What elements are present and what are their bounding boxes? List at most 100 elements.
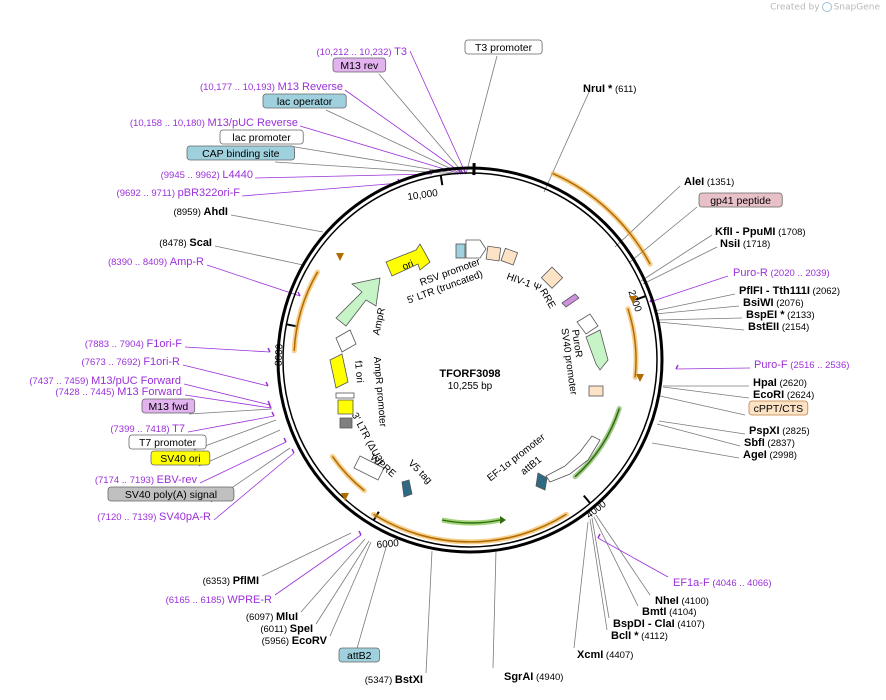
t3p-label: T3 promoter xyxy=(475,42,533,54)
l4440-leader-line xyxy=(255,174,432,178)
kfli-leader-line xyxy=(641,235,712,281)
sgrai-enzyme-label: SgrAI (4940) xyxy=(504,671,563,683)
enzyme-position: (1708) xyxy=(776,227,806,238)
enzyme-position: (611) xyxy=(612,84,636,95)
enzyme-name: ScaI xyxy=(189,237,212,249)
enzyme-name: XcmI xyxy=(577,649,603,661)
pflmi-leader-line xyxy=(262,533,351,576)
primer-range: (7437 .. 7459) xyxy=(29,376,91,387)
bcli-enzyme-label: BclI * (4112) xyxy=(611,630,668,642)
plasmid-length: 10,255 bp xyxy=(448,381,493,392)
sv40ori-label: SV40 ori xyxy=(160,453,200,465)
purof-primer-mark xyxy=(676,365,678,369)
primer-range: (6165 .. 6185) xyxy=(166,595,228,606)
primer-name: EBV-rev xyxy=(157,474,198,486)
primer-range: (7428 .. 7445) xyxy=(55,387,117,398)
pflmi-enzyme-label: (6353) PflMI xyxy=(203,575,259,587)
m13rev-label: M13 rev xyxy=(340,60,379,72)
enzyme-position: (4112) xyxy=(639,631,668,642)
scai-enzyme-label: (8478) ScaI xyxy=(159,237,212,249)
f1orif-primer-mark xyxy=(268,348,270,352)
hiv-psi-box xyxy=(501,248,518,265)
ecori-leader-line xyxy=(663,387,749,398)
l4440-primer-label: (9945 .. 9962) L4440 xyxy=(161,169,253,181)
bsiwi-leader-line xyxy=(655,306,739,314)
t7-primer-label: (7399 .. 7418) T7 xyxy=(110,423,185,435)
f1orif-primer-label: (7883 .. 7904) F1ori-F xyxy=(85,338,183,350)
attb2-label: attB2 xyxy=(347,650,372,662)
enzyme-name: NsiI xyxy=(720,238,740,250)
primer-range: (10,158 .. 10,180) xyxy=(130,118,208,129)
ebv-primer-label: (7174 .. 7193) EBV-rev xyxy=(95,474,198,486)
enzyme-name: AgeI xyxy=(743,449,767,461)
spei-leader-line xyxy=(316,541,369,624)
ltr5-box xyxy=(486,246,501,261)
enzyme-position: (4107) xyxy=(675,619,705,630)
m13fwd-label: M13 fwd xyxy=(149,401,189,413)
enzyme-position: (5347) xyxy=(365,675,395,686)
ecori-enzyme-label: EcoRI (2624) xyxy=(753,389,814,401)
enzyme-position: (2133) xyxy=(785,310,815,321)
nsii-enzyme-label: NsiI (1718) xyxy=(720,238,770,250)
puror-primer-label: Puro-R (2020 .. 2039) xyxy=(733,267,830,279)
purof-primer-label: Puro-F (2516 .. 2536) xyxy=(754,359,849,371)
bstxi-leader-line xyxy=(426,551,432,673)
enzyme-name: SbfI xyxy=(744,437,765,449)
m13pucf-leader-line xyxy=(184,384,270,405)
amp-promoter-label: AmpR promoter xyxy=(371,356,388,428)
enzyme-position: (2825) xyxy=(780,426,810,437)
t3-primer-label: (10,212 .. 10,232) T3 xyxy=(317,46,407,58)
t7p-label: T7 promoter xyxy=(139,437,197,449)
ef1af-leader-line xyxy=(598,538,668,577)
scai-leader-line xyxy=(215,246,303,265)
enzyme-position: (2837) xyxy=(765,438,795,449)
enzyme-name: BsiWI xyxy=(743,297,774,309)
lac-operator-shape xyxy=(456,244,465,258)
enzyme-position: (2062) xyxy=(810,286,840,297)
primer-range: (9945 .. 9962) xyxy=(161,170,223,181)
primer-name: F1ori-F xyxy=(147,338,183,350)
primer-range: (10,212 .. 10,232) xyxy=(317,47,395,58)
bspei-enzyme-label: BspEI * (2133) xyxy=(746,309,815,321)
sv40par-primer-mark xyxy=(292,449,294,453)
ef1a-green-arrowhead xyxy=(500,516,506,524)
attb1-shape xyxy=(536,473,547,490)
enzyme-position: (8959) xyxy=(173,207,203,218)
enzyme-name: MluI xyxy=(276,611,298,623)
puror-arrow xyxy=(586,330,608,370)
lacp-leader-line xyxy=(289,146,459,174)
primer-name: Puro-R xyxy=(733,267,768,279)
bstxi-enzyme-label: (5347) BstXI xyxy=(365,674,423,686)
f1-ori-label: f1 ori xyxy=(352,360,365,383)
enzyme-name: BclI * xyxy=(611,630,639,642)
enzyme-name: PspXI xyxy=(749,425,780,437)
bsteii-enzyme-label: BstEII (2154) xyxy=(748,321,809,333)
enzyme-position: (2076) xyxy=(774,298,804,309)
enzyme-name: BspDI - ClaI xyxy=(613,618,675,630)
ebv-primer-mark xyxy=(284,438,286,442)
primer-name: M13 Reverse xyxy=(278,81,343,93)
m13f-leader-line xyxy=(185,395,271,408)
bp-tick xyxy=(441,175,443,185)
bsiwi-enzyme-label: BsiWI (2076) xyxy=(743,297,804,309)
nrui-enzyme-label: NruI * (611) xyxy=(583,83,636,95)
ampr-promoter-arrow xyxy=(336,330,356,352)
t3-leader-line xyxy=(410,51,466,174)
enzyme-name: SgrAI xyxy=(504,671,533,683)
ef1af-primer-mark xyxy=(598,534,600,538)
t7-promoter-shape xyxy=(336,393,354,398)
ef1af-primer-label: EF1a-F (4046 .. 4066) xyxy=(673,577,771,589)
mlui-enzyme-label: (6097) MluI xyxy=(246,611,298,623)
f1orir-leader-line xyxy=(183,365,268,386)
primer-range: (2516 .. 2536) xyxy=(788,360,850,371)
enzyme-name: PflMI xyxy=(233,575,259,587)
purof-leader-line xyxy=(676,368,750,369)
plasmid-name: TFORF3098 xyxy=(439,368,500,380)
enzyme-name: HpaI xyxy=(753,377,777,389)
cppt-box xyxy=(589,386,603,396)
enzyme-position: (2998) xyxy=(767,450,797,461)
kfli-enzyme-label: KflI - PpuMI (1708) xyxy=(715,226,806,238)
ampr_r-leader-line xyxy=(207,265,300,296)
t7-leader-line xyxy=(188,416,274,432)
